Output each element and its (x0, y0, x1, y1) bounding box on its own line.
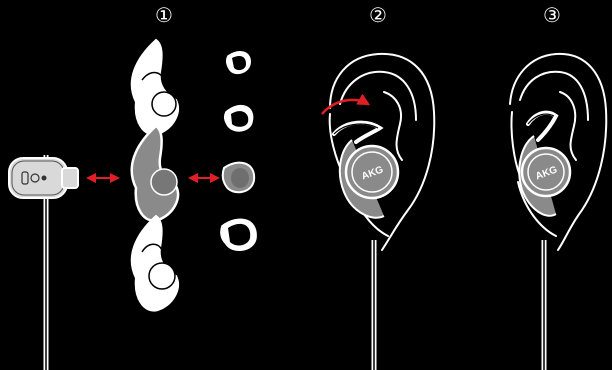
wing-tip-large (132, 216, 178, 311)
wing-tip-small (132, 40, 178, 135)
ear-tip-m (223, 163, 254, 193)
ear-tip-xs (227, 52, 251, 74)
ear-tip-s (225, 106, 253, 131)
earbud-2: AKG (334, 123, 398, 370)
wing-tip-medium (132, 126, 178, 221)
earbud-body (9, 155, 78, 370)
ear-tip-l (221, 219, 256, 250)
curved-arrow-icon (322, 100, 368, 114)
